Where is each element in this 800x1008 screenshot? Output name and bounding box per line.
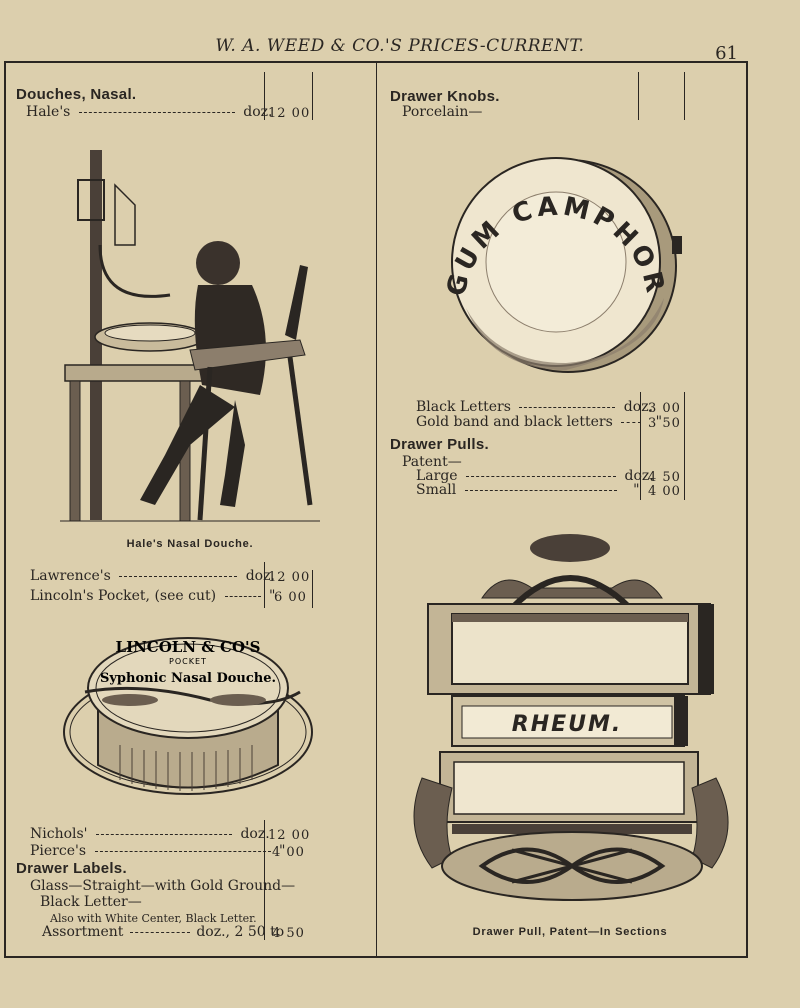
glass-note: Also with White Center, Black Letter.	[50, 912, 257, 925]
item-unit: "	[278, 843, 286, 859]
leader-dots	[621, 421, 642, 423]
lincolns-row: Lincoln's Pocket, (see cut) "	[30, 588, 275, 604]
drawer-pull-caption: Drawer Pull, Patent—In Sections	[472, 926, 668, 938]
item-unit: "	[655, 414, 663, 430]
leader-dots	[224, 595, 261, 597]
price-col-rule	[312, 72, 313, 120]
leader-dots	[119, 575, 238, 577]
item-unit: "	[268, 588, 276, 604]
leader-dots	[95, 833, 232, 835]
drawer-labels-heading: Drawer Labels.	[16, 860, 127, 877]
item-name: Lincoln's Pocket, (see cut)	[30, 588, 217, 604]
price-col-rule	[684, 72, 685, 120]
small-row: Small "	[416, 482, 640, 498]
price-col-rule	[684, 392, 685, 500]
leader-dots	[466, 475, 617, 477]
porcelain-label: Porcelain—	[402, 104, 483, 120]
gold-band-price: 3 50	[648, 416, 681, 431]
item-unit: doz.	[243, 104, 273, 120]
lawrences-price: 12 00	[268, 570, 311, 585]
leader-dots	[519, 406, 616, 408]
douches-heading: Douches, Nasal.	[16, 86, 137, 103]
item-name: Pierce's	[30, 843, 87, 859]
item-name: Assortment	[42, 924, 124, 940]
lawrences-row: Lawrence's doz.	[30, 568, 275, 584]
tin-label-line2: POCKET	[169, 657, 207, 666]
leader-dots	[78, 111, 235, 113]
leader-dots	[464, 489, 617, 491]
hales-price: 12 00	[268, 106, 311, 121]
glass-line-1: Glass—Straight—with Gold Ground—	[30, 878, 296, 894]
price-col-rule	[638, 72, 639, 120]
item-name: Large	[416, 468, 458, 484]
drawer-knobs-heading: Drawer Knobs.	[390, 88, 500, 105]
large-row: Large doz.	[416, 468, 654, 484]
item-unit: doz., 2 50 to	[196, 924, 285, 940]
column-divider	[376, 61, 377, 958]
leader-dots	[129, 931, 190, 933]
large-price: 4 50	[648, 470, 681, 485]
drawer-pulls-heading: Drawer Pulls.	[390, 436, 489, 453]
glass-line-2: Black Letter—	[40, 894, 142, 910]
patent-label: Patent—	[402, 454, 462, 470]
price-col-rule	[264, 72, 265, 120]
item-unit: doz.	[245, 568, 275, 584]
price-col-rule	[264, 820, 265, 940]
price-col-rule	[312, 570, 313, 608]
item-unit: "	[633, 482, 640, 498]
hales-caption: Hale's Nasal Douche.	[126, 538, 254, 550]
nichols-row: Nichols' doz.	[30, 826, 270, 842]
hales-douche-illustration	[60, 150, 320, 522]
small-price: 4 00	[648, 484, 681, 499]
nichols-price: 12 00	[268, 828, 311, 843]
item-name: Hale's	[26, 104, 71, 120]
item-name: Small	[416, 482, 457, 498]
tin-label-line1: LINCOLN & CO'S	[116, 638, 261, 656]
drawer-pull-illustration: RHEUM.	[413, 534, 729, 901]
lincolns-price: 6 00	[274, 590, 307, 605]
right-frame-rule	[746, 61, 748, 958]
pierces-row: Pierce's "	[30, 843, 285, 859]
item-name: Gold band and black letters	[416, 414, 613, 430]
gold-band-row: Gold band and black letters "	[416, 414, 662, 430]
black-letters-row: Black Letters doz.	[416, 399, 653, 415]
black-letters-price: 3 00	[648, 401, 681, 416]
assortment-row: Assortment doz., 2 50 to	[42, 924, 284, 940]
assortment-price: 4 50	[272, 926, 305, 941]
tin-label-line3: Syphonic Nasal Douche.	[100, 671, 276, 686]
gum-camphor-knob-illustration: GUM CAMPHOR	[441, 157, 682, 373]
item-unit: doz.	[623, 399, 654, 415]
item-name: Lawrence's	[30, 568, 111, 584]
running-title: W. A. WEED & CO.'S PRICES-CURRENT.	[215, 36, 585, 56]
hales-row: Hale's doz.	[26, 104, 272, 120]
lincolns-douche-tin-illustration: LINCOLN & CO'S POCKET Syphonic Nasal Dou…	[63, 637, 313, 795]
item-name: Nichols'	[30, 826, 88, 842]
page-number: 61	[715, 43, 738, 64]
pierces-price: 4 00	[272, 845, 305, 860]
leader-dots	[94, 850, 271, 852]
item-name: Black Letters	[416, 399, 511, 415]
price-col-rule	[640, 392, 641, 500]
item-unit: doz.	[625, 468, 654, 484]
left-frame-rule	[4, 61, 6, 958]
pull-label-text: RHEUM.	[512, 712, 623, 737]
price-col-rule	[264, 562, 265, 608]
item-unit: doz.	[240, 826, 270, 842]
